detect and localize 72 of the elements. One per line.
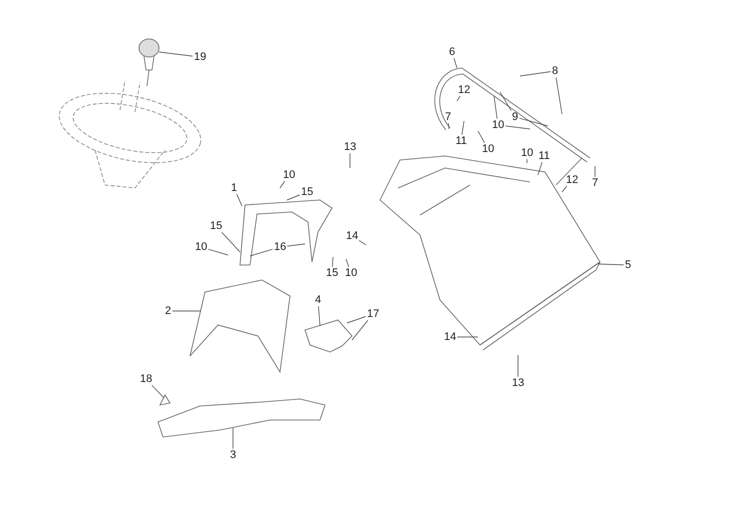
leader-line xyxy=(448,122,450,130)
leader-line xyxy=(152,384,164,398)
callout-number: 16 xyxy=(274,241,286,253)
leader-line xyxy=(358,240,366,246)
leader-line xyxy=(221,232,240,252)
callout-number: 12 xyxy=(566,174,578,186)
callout-number: 19 xyxy=(194,51,206,63)
callout-number: 11 xyxy=(538,150,550,162)
leader-line xyxy=(158,52,193,56)
callout-number: 13 xyxy=(344,141,356,153)
leader-line xyxy=(462,120,464,136)
callout-number: 15 xyxy=(210,220,222,232)
leader-line xyxy=(500,92,512,112)
callout-number: 3 xyxy=(230,449,236,461)
leader-line xyxy=(280,180,286,188)
callout-number: 15 xyxy=(301,186,314,198)
leader-line xyxy=(598,264,624,266)
callout-number: 14 xyxy=(444,331,456,343)
callout-number: 10 xyxy=(482,143,494,155)
bracket-drawing xyxy=(304,320,353,352)
leader-line xyxy=(556,77,562,114)
leader-line xyxy=(454,58,458,68)
leader-line xyxy=(232,428,234,450)
leader-line xyxy=(332,256,334,268)
callout-number: 10 xyxy=(521,147,534,159)
leader-line xyxy=(594,166,596,178)
leader-line xyxy=(478,130,485,144)
callout-number: 10 xyxy=(492,119,504,131)
leader-line xyxy=(518,118,548,126)
leader-line xyxy=(318,306,320,326)
leader-line xyxy=(562,186,568,192)
leader-line xyxy=(208,248,228,256)
callout-number: 10 xyxy=(345,267,358,279)
leader-line xyxy=(286,194,300,200)
callout-number: 11 xyxy=(456,135,467,147)
callout-number: 2 xyxy=(165,305,172,317)
gear-knob-drawing xyxy=(138,38,160,86)
callout-number: 14 xyxy=(346,230,358,242)
leader-line xyxy=(250,248,274,256)
callout-number: 18 xyxy=(140,373,152,385)
callout-number: 17 xyxy=(367,308,380,320)
leader-line xyxy=(172,310,202,312)
leader-line xyxy=(456,96,460,102)
leader-line xyxy=(526,158,528,164)
callout-number: 8 xyxy=(552,65,558,77)
callout-number: 6 xyxy=(449,46,456,58)
callout-number: 4 xyxy=(315,294,322,306)
callout-number: 7 xyxy=(445,111,452,123)
leader-line xyxy=(286,244,306,246)
callout-number: 7 xyxy=(592,177,598,189)
cover-drawing xyxy=(158,398,326,438)
leader-line xyxy=(456,336,478,338)
callout-number: 15 xyxy=(326,267,338,279)
clip-drawing xyxy=(159,394,171,406)
callout-number: 9 xyxy=(512,111,518,123)
leader-line xyxy=(352,320,368,340)
leader-line xyxy=(504,126,530,130)
leader-line xyxy=(538,162,542,176)
leader-line xyxy=(346,258,350,268)
callout-number: 1 xyxy=(231,182,238,194)
leader-line xyxy=(346,316,366,324)
leader-line xyxy=(520,71,551,76)
callout-number: 12 xyxy=(458,84,470,96)
callout-number: 13 xyxy=(512,377,524,389)
callout-number: 10 xyxy=(283,169,296,181)
callout-number: 10 xyxy=(195,241,208,253)
leader-line xyxy=(236,194,242,206)
cover-drawing xyxy=(190,280,290,374)
callout-number: 5 xyxy=(625,259,632,271)
cover-drawing xyxy=(240,200,333,266)
leader-line xyxy=(494,96,498,120)
roll-bar-drawing xyxy=(434,68,590,186)
